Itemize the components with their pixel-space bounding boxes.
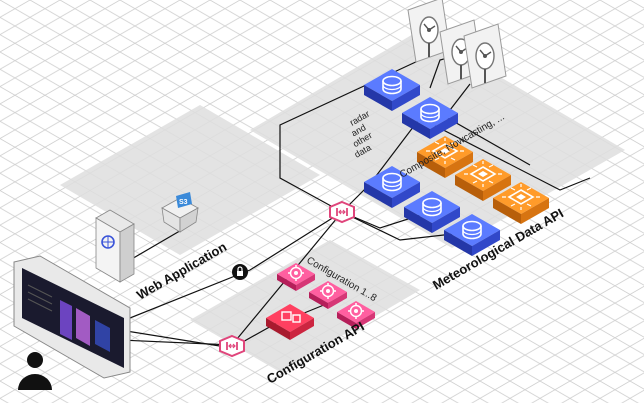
padlock-icon	[232, 264, 248, 280]
web-application-zone	[60, 105, 320, 255]
api-gateway-icon	[219, 335, 245, 357]
web-server	[95, 209, 135, 283]
configuration-set	[266, 262, 376, 340]
s3-bucket-icon	[176, 192, 192, 208]
monitor-icon	[13, 255, 131, 379]
configuration-api-node	[266, 304, 314, 340]
api-gateway-icon	[329, 201, 355, 223]
s3-bucket: S3	[161, 192, 199, 233]
radar-data-label: radar and other data	[348, 109, 374, 160]
s3-badge: S3	[179, 199, 188, 206]
user-icon	[18, 352, 52, 390]
radar-dish-icon	[463, 23, 507, 89]
